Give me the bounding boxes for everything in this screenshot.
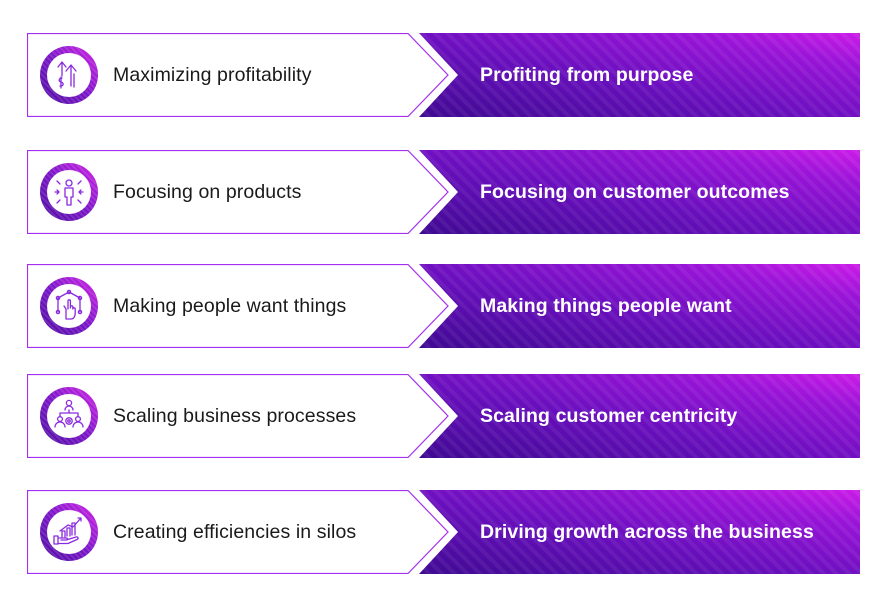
comparison-row-3: Making people want things Making things … — [0, 264, 882, 348]
dollar-growth-arrows-icon — [40, 46, 98, 104]
from-label: Focusing on products — [113, 181, 302, 203]
to-band-shape — [419, 33, 860, 117]
from-box-outline — [27, 33, 449, 117]
to-label: Scaling customer centricity — [480, 405, 738, 427]
hand-network-icon — [40, 277, 98, 335]
hand-growth-chart-icon — [40, 503, 98, 561]
team-gear-hierarchy-icon — [40, 387, 98, 445]
person-focus-arrows-icon — [40, 163, 98, 221]
to-band: Making things people want — [419, 264, 860, 348]
comparison-row-5: Creating efficiencies in silos Driving g… — [0, 490, 882, 574]
from-label: Maximizing profitability — [113, 64, 312, 86]
from-box-outline — [27, 374, 449, 458]
from-box-outline — [27, 264, 449, 348]
from-label: Making people want things — [113, 295, 347, 317]
comparison-row-4: Scaling business processes Scaling custo… — [0, 374, 882, 458]
to-label: Focusing on customer outcomes — [480, 181, 790, 203]
from-box: Making people want things — [27, 264, 449, 348]
from-box: Creating efficiencies in silos — [27, 490, 449, 574]
comparison-row-1: Maximizing profitability Profiting from … — [0, 33, 882, 117]
from-box-outline — [27, 150, 449, 234]
to-band-shape — [419, 264, 860, 348]
from-box: Focusing on products — [27, 150, 449, 234]
from-box: Maximizing profitability — [27, 33, 449, 117]
from-label: Creating efficiencies in silos — [113, 521, 357, 543]
to-label: Profiting from purpose — [480, 64, 694, 86]
comparison-row-2: Focusing on products Focusing on custome… — [0, 150, 882, 234]
from-label: Scaling business processes — [113, 405, 357, 427]
to-band: Driving growth across the business — [419, 490, 860, 574]
to-band: Profiting from purpose — [419, 33, 860, 117]
to-band-shape — [419, 150, 860, 234]
to-band-shape — [419, 374, 860, 458]
to-band-shape — [419, 490, 860, 574]
to-band: Focusing on customer outcomes — [419, 150, 860, 234]
to-label: Driving growth across the business — [480, 521, 814, 543]
to-band: Scaling customer centricity — [419, 374, 860, 458]
from-box: Scaling business processes — [27, 374, 449, 458]
from-box-outline — [27, 490, 449, 574]
to-label: Making things people want — [480, 295, 732, 317]
